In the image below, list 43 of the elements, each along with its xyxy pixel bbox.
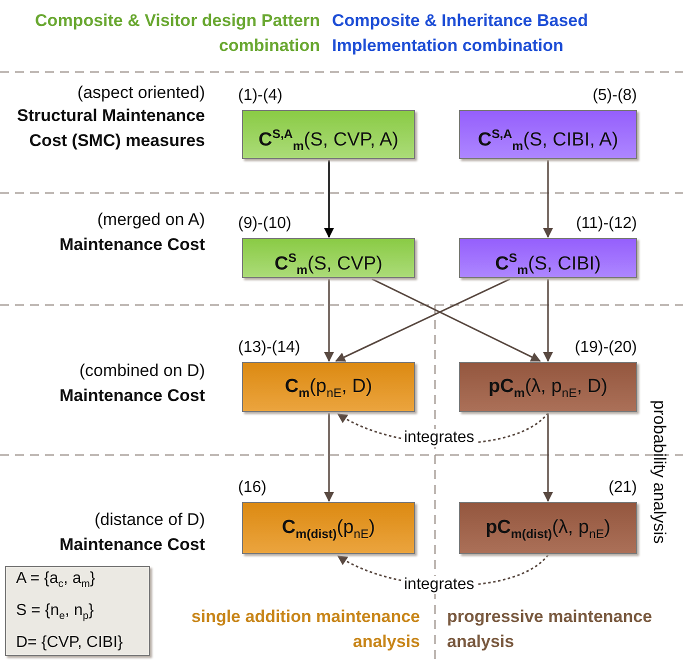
- equation-number: (11)-(12): [576, 215, 637, 233]
- row-label: Structural Maintenance Cost (SMC) measures: [16, 105, 205, 152]
- arrow: [324, 160, 334, 238]
- edge-label: integrates: [402, 576, 476, 594]
- row-label: Maintenance Cost: [58, 234, 205, 256]
- arrow: [335, 278, 510, 362]
- equation-number: (21): [608, 479, 637, 497]
- formula-box: pC$_{m}$(λ, p$_{nE}$, D): [459, 362, 637, 412]
- formula-box: C$^{S}$$_{m}$(S, CIBI): [459, 238, 637, 278]
- row-label: (combined on D): [78, 360, 205, 382]
- definition-text: A = {a$_{c}$, a$_{m}$}: [16, 568, 96, 592]
- equation-number: (5)-(8): [592, 87, 637, 105]
- formula-box: C$_{m}$(p$_{nE}$, D): [242, 362, 415, 412]
- column-heading: Composite & Visitor design Pattern combination: [34, 10, 320, 57]
- formula-box: C$^{S,A}$$_{m}$(S, CVP, A): [242, 110, 415, 159]
- row-label: (aspect oriented): [76, 82, 205, 104]
- equation-number: (16): [238, 479, 266, 497]
- formula-box: pC$_{m(dist)}$(λ, p$_{nE}$): [459, 502, 637, 554]
- arrow: [324, 279, 334, 362]
- definition-panel: [5, 566, 150, 656]
- equation-number: (9)-(10): [238, 215, 292, 233]
- definition-text: D= {CVP, CIBI}: [16, 633, 123, 654]
- formula-box: C$^{S}$$_{m}$(S, CVP): [242, 238, 415, 278]
- arrow: [543, 413, 553, 502]
- row-label: Maintenance Cost: [58, 385, 205, 407]
- edge-label: integrates: [402, 429, 476, 447]
- arrow: [543, 279, 553, 362]
- formula-box: C$_{m(dist)}$(p$_{nE}$): [242, 502, 415, 554]
- arrow: [372, 278, 541, 362]
- formula-box: C$^{S,A}$$_{m}$(S, CIBI, A): [459, 110, 637, 159]
- row-label: (distance of D): [93, 509, 205, 531]
- arrow: [543, 160, 553, 238]
- column-footer: single addition maintenance analysis: [180, 604, 420, 654]
- equation-number: (13)-(14): [238, 339, 300, 357]
- equation-number: (1)-(4): [238, 87, 282, 105]
- column-footer: progressive maintenance analysis: [447, 604, 683, 654]
- arrow: [324, 413, 334, 502]
- equation-number: (19)-(20): [574, 339, 637, 357]
- row-label: Maintenance Cost: [58, 534, 205, 556]
- side-label: probability analysis: [649, 399, 670, 546]
- definition-text: S = {n$_{e}$, n$_{p}$}: [16, 601, 94, 624]
- column-heading: Composite & Inheritance Based Implementation combination: [332, 10, 590, 57]
- row-label: (merged on A): [96, 209, 205, 231]
